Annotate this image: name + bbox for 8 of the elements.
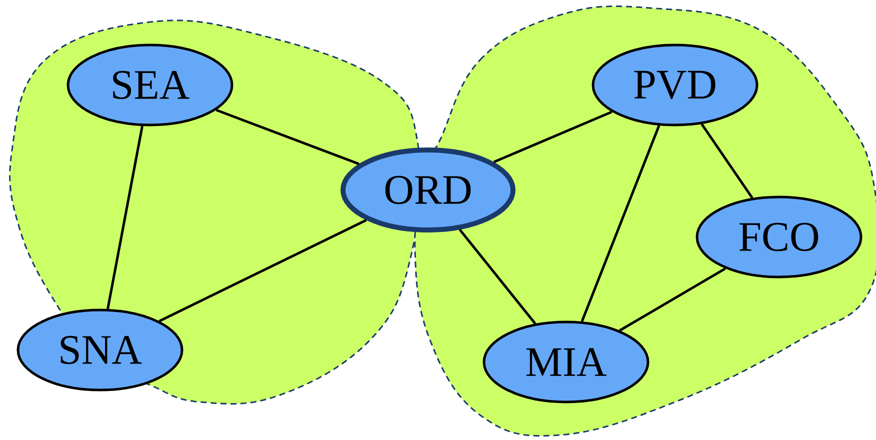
connector-line — [216, 108, 360, 166]
connector-line — [106, 126, 144, 310]
connector-line — [158, 219, 367, 322]
connector-line — [580, 125, 660, 322]
connector-line — [493, 110, 612, 164]
connector-line — [458, 228, 536, 324]
connector-line — [619, 267, 726, 332]
connector-line — [700, 123, 754, 199]
